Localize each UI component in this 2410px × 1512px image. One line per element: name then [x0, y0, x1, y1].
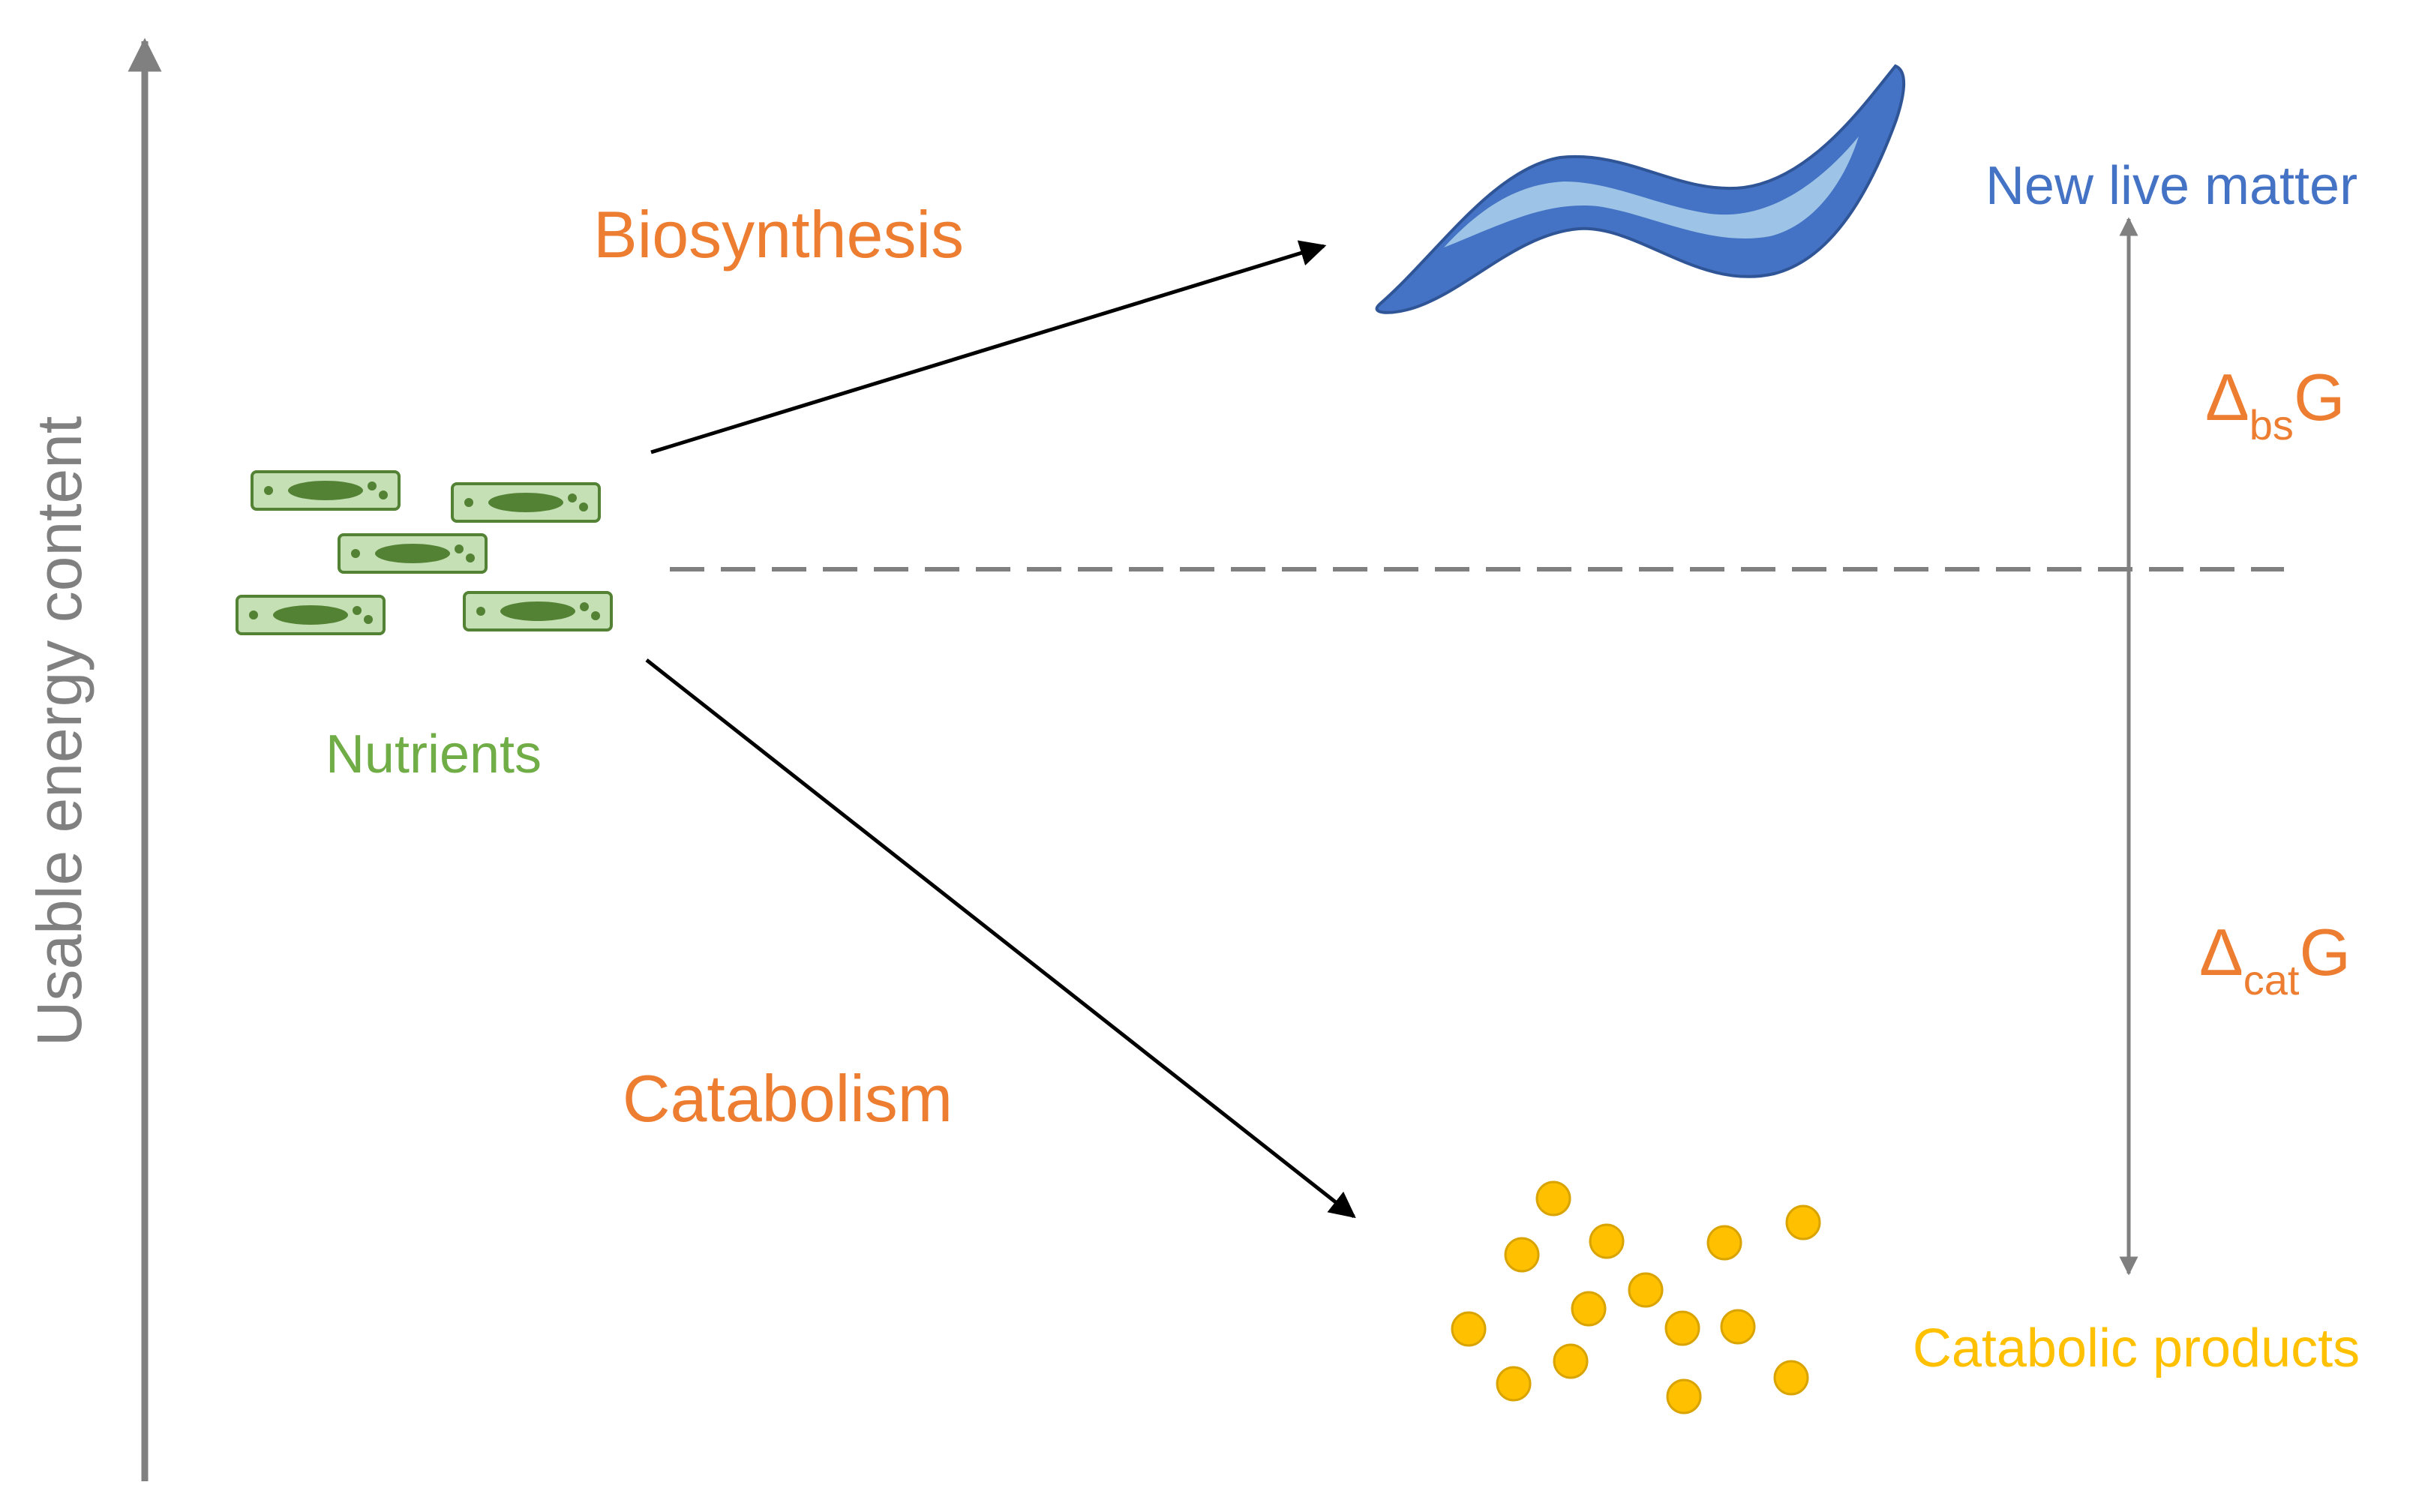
nutrients-icon	[236, 470, 613, 635]
cell-icon	[451, 482, 601, 523]
worm-icon	[1375, 64, 1906, 314]
catabolism-label: Catabolism	[623, 1061, 953, 1136]
catabolic-products-label: Catabolic products	[1913, 1318, 2360, 1378]
nutrients-label: Nutrients	[326, 724, 542, 784]
biosynthesis-arrow	[650, 240, 1327, 454]
product-dot	[1589, 1223, 1625, 1259]
product-dot	[1666, 1378, 1702, 1414]
product-dot	[1571, 1291, 1607, 1327]
product-dot	[1496, 1366, 1532, 1402]
biosynthesis-label: Biosynthesis	[593, 197, 964, 272]
cell-icon	[463, 591, 613, 632]
product-dot	[1773, 1360, 1809, 1396]
product-dot	[1451, 1311, 1487, 1347]
cell-icon	[236, 595, 386, 635]
cell-icon	[338, 533, 488, 574]
live-matter-label: New live matter	[1985, 156, 2357, 216]
product-dot	[1664, 1310, 1700, 1346]
catabolism-arrow	[645, 658, 1356, 1219]
y-axis-label: Usable energy content	[24, 416, 95, 1047]
delta-cat-g-label: ΔcatG	[2199, 915, 2351, 1004]
product-dot	[1706, 1225, 1742, 1261]
product-dot	[1628, 1272, 1664, 1308]
catabolic-products-icon	[1451, 1180, 1821, 1414]
product-dot	[1504, 1237, 1540, 1273]
product-dot	[1535, 1180, 1571, 1216]
product-dot	[1720, 1309, 1756, 1345]
product-dot	[1553, 1343, 1589, 1379]
cell-icon	[251, 470, 401, 511]
delta-bs-g-label: ΔbsG	[2205, 360, 2345, 448]
product-dot	[1785, 1204, 1821, 1240]
